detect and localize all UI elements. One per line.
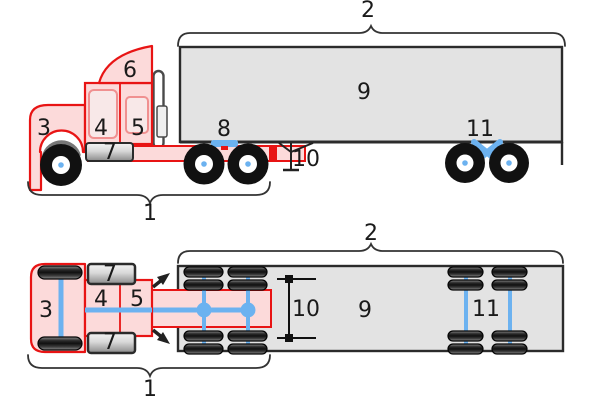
tractor-hood: [28, 103, 87, 192]
exhaust-muffler: [156, 105, 168, 138]
trailer-wheel-1: [445, 143, 485, 183]
side-label-2: 2: [361, 0, 375, 23]
cab-door-window: [88, 89, 118, 139]
side-view: 2: [27, 0, 566, 226]
top-label-2: 2: [364, 221, 378, 246]
differential-1: [196, 302, 212, 318]
side-tractor-length-brace: [27, 181, 271, 206]
top-label-5: 5: [130, 287, 144, 312]
top-fuel-tank-lower: [86, 331, 137, 355]
side-label-8: 8: [217, 117, 231, 142]
fifth-wheel-kingpin: [221, 146, 228, 150]
sleeper-window: [125, 96, 149, 134]
top-front-wheels: [37, 265, 83, 351]
air-dam: [97, 44, 154, 85]
front-wheel: [40, 144, 82, 186]
top-trailer-wheels: [447, 266, 528, 355]
top-label-4: 4: [94, 287, 108, 312]
top-dimension-10: [277, 275, 316, 342]
trailer-wheel-2: [489, 143, 529, 183]
top-trailer-length-brace: [177, 241, 564, 264]
side-fuel-tank: [85, 142, 134, 162]
top-tractor-hood: [29, 262, 87, 354]
side-label-9: 9: [357, 80, 371, 105]
top-label-10: 10: [292, 297, 320, 322]
side-frame-end-cap: [269, 147, 277, 160]
top-label-7-upper: 7: [103, 262, 117, 287]
side-label-3: 3: [37, 116, 51, 141]
side-trailer-box: [178, 45, 564, 144]
drive-wheel-2: [227, 143, 269, 185]
side-label-7: 7: [103, 140, 117, 165]
fifth-wheel-coupling: [211, 140, 238, 147]
side-label-11: 11: [466, 117, 494, 142]
drive-wheel-1: [183, 143, 225, 185]
top-label-7-lower: 7: [103, 330, 117, 355]
top-label-11: 11: [472, 297, 500, 322]
top-fuel-tank-upper: [86, 262, 137, 286]
side-label-1: 1: [143, 201, 157, 226]
top-label-3: 3: [39, 298, 53, 323]
side-trailer-length-brace: [177, 23, 566, 47]
top-exhaust-tips: [151, 273, 170, 344]
top-label-9: 9: [358, 298, 372, 323]
side-label-6: 6: [123, 58, 137, 83]
landing-gear: [278, 142, 314, 172]
side-wheels: [40, 143, 529, 186]
side-label-5: 5: [131, 116, 145, 141]
top-drive-wheels: [183, 266, 268, 355]
side-label-10: 10: [292, 147, 320, 172]
top-tractor-length-brace: [27, 354, 271, 379]
top-label-1: 1: [143, 377, 157, 400]
differential-2: [240, 302, 256, 318]
top-view: 2: [27, 221, 565, 400]
side-label-4: 4: [94, 116, 108, 141]
